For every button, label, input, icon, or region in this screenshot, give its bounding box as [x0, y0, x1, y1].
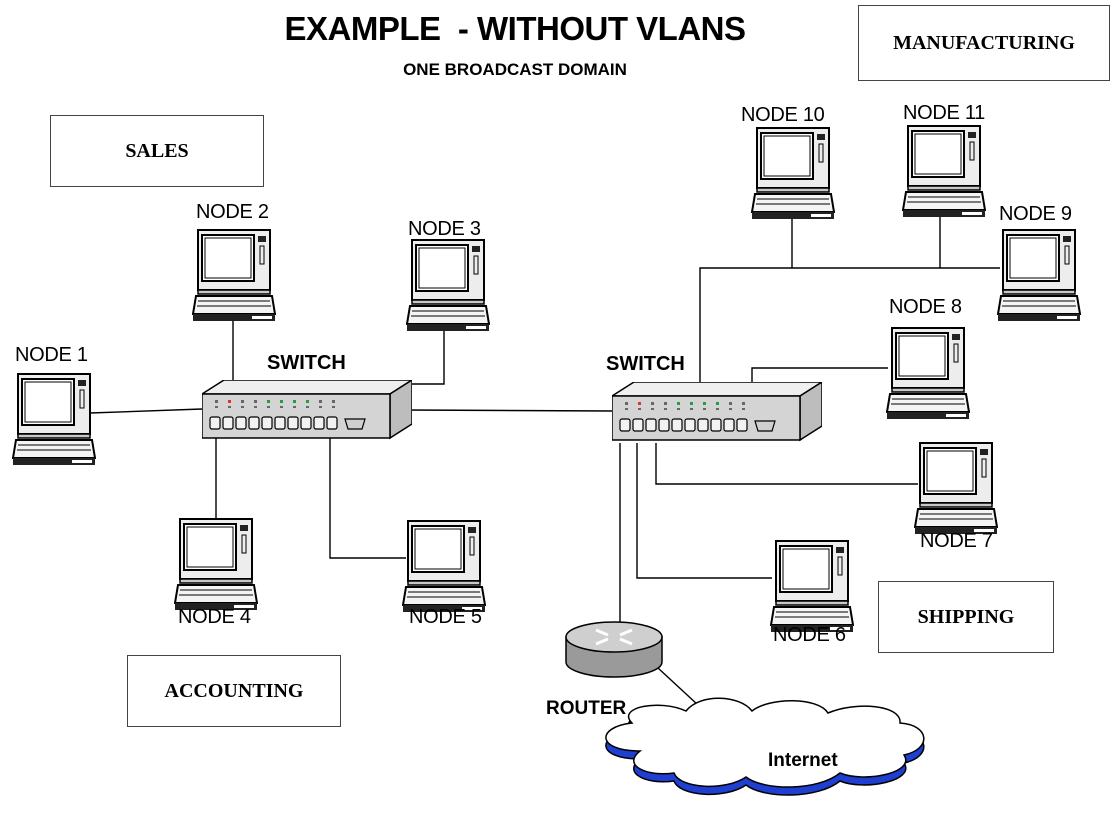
- node-2-computer-icon: [192, 229, 276, 322]
- node-6-computer-icon: [770, 540, 854, 633]
- node-10-label: NODE 10: [741, 104, 825, 126]
- department-manufacturing: MANUFACTURING: [858, 5, 1110, 81]
- right-switch-label: SWITCH: [606, 353, 685, 375]
- link-node6-switch: [636, 443, 772, 579]
- left-switch-label: SWITCH: [267, 352, 346, 374]
- department-accounting: ACCOUNTING: [127, 655, 341, 727]
- node-1-label: NODE 1: [15, 344, 88, 366]
- link-node1-switch: [89, 408, 203, 414]
- link-node5-switch: [329, 432, 406, 559]
- node-10-computer-icon: [751, 127, 835, 220]
- link-switch-switch: [403, 409, 614, 412]
- node-5-computer-icon: [402, 520, 486, 613]
- link-node7-switch: [655, 443, 918, 485]
- node-9-label: NODE 9: [999, 203, 1072, 225]
- internet-label: Internet: [768, 750, 838, 771]
- node-8-computer-icon: [886, 327, 970, 420]
- node-1-computer-icon: [12, 373, 96, 466]
- department-sales: SALES: [50, 115, 264, 187]
- cloud-icon: [605, 697, 925, 796]
- node-3-label: NODE 3: [408, 218, 481, 240]
- left-switch-icon: [202, 380, 412, 439]
- department-shipping: SHIPPING: [878, 581, 1054, 653]
- node-2-label: NODE 2: [196, 201, 269, 223]
- node-7-label: NODE 7: [920, 530, 993, 552]
- link-node3-switch: [404, 320, 445, 385]
- node-5-label: NODE 5: [409, 606, 482, 628]
- node-6-label: NODE 6: [773, 624, 846, 646]
- right-switch-icon: [612, 382, 822, 441]
- diagram-subtitle: ONE BROADCAST DOMAIN: [403, 60, 627, 79]
- link-manufacturing-bus: [699, 267, 1000, 395]
- node-11-computer-icon: [902, 125, 986, 218]
- node-7-computer-icon: [914, 442, 998, 535]
- node-4-label: NODE 4: [178, 606, 251, 628]
- router-label: ROUTER: [546, 698, 627, 719]
- router-icon: [565, 621, 663, 678]
- node-4-computer-icon: [174, 518, 258, 611]
- node-9-computer-icon: [997, 229, 1081, 322]
- diagram-title: EXAMPLE - WITHOUT VLANS: [284, 10, 747, 47]
- node-8-label: NODE 8: [889, 296, 962, 318]
- node-3-computer-icon: [406, 239, 490, 332]
- node-11-label: NODE 11: [903, 102, 986, 124]
